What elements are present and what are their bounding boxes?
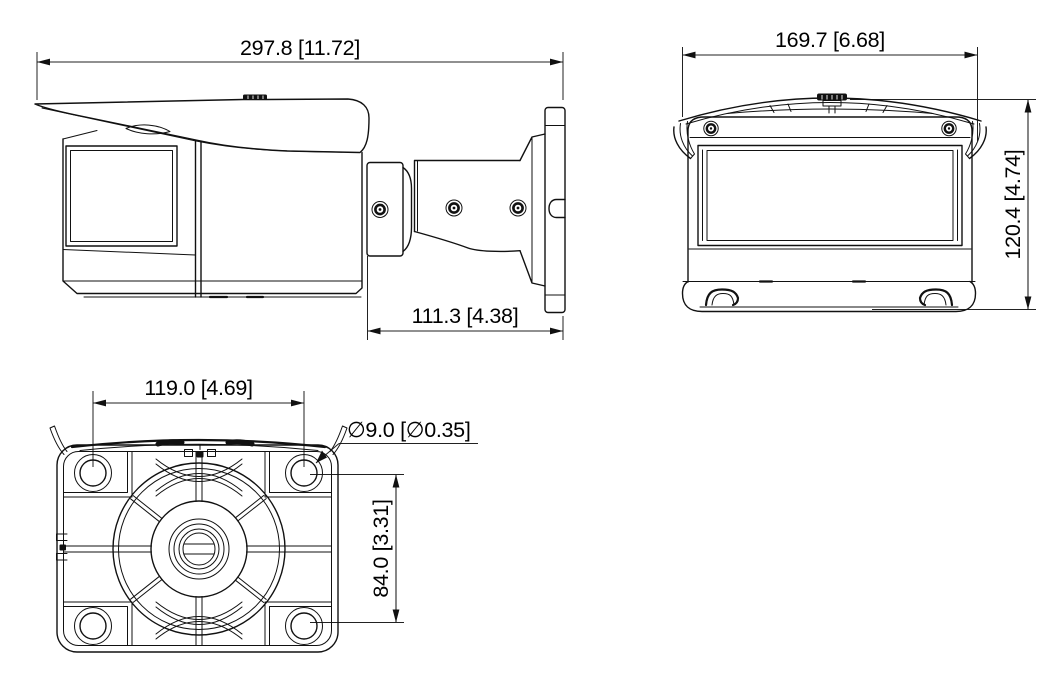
front-lens-window: [697, 144, 963, 247]
top-knob: [243, 94, 267, 100]
dim-side-overall-length: 297.8 [11.72]: [240, 36, 360, 60]
side-camera-body: [62, 130, 363, 299]
front-camera-body: [681, 116, 977, 313]
base-central-hub: [112, 462, 286, 636]
side-view-drawing: 297.8 [11.72] 111.3 [4.38]: [34, 36, 566, 340]
mounting-hole: [74, 454, 112, 492]
bottom-view-drawing: 119.0 [4.69] ∅9.0 [∅0.35] 84.0 [3.31]: [49, 376, 478, 653]
base-shield-edge: [49, 425, 348, 455]
mounting-hole: [285, 454, 323, 492]
mount-base-plate: [49, 425, 348, 653]
dim-side-bracket-length: 111.3 [4.38]: [412, 304, 519, 328]
dim-base-hole-diameter: ∅9.0 [∅0.35]: [347, 418, 471, 442]
base-ribs: [63, 451, 332, 646]
dim-base-hole-span-x: 119.0 [4.69]: [144, 376, 252, 400]
dim-base-hole-span-y: 84.0 [3.31]: [369, 499, 393, 597]
bracket-screw-icon: [509, 199, 527, 217]
base-cable-clamp: [184, 445, 216, 458]
mounting-hole: [285, 607, 323, 645]
front-view-drawing: 169.7 [6.68] 120.4 [4.74]: [673, 28, 1036, 313]
dim-front-width: 169.7 [6.68]: [775, 28, 885, 52]
side-mount-bracket: [366, 133, 546, 287]
front-sunshield: [673, 93, 987, 160]
front-screw-icon: [703, 120, 719, 137]
dim-front-height: 120.4 [4.74]: [1001, 150, 1025, 260]
bracket-screw-icon: [371, 201, 389, 218]
front-feet: [704, 288, 954, 307]
front-screw-icon: [941, 120, 957, 137]
mounting-hole: [74, 607, 112, 645]
base-side-clip: [56, 533, 68, 561]
bracket-screw-icon: [445, 199, 463, 217]
side-sunshield: [34, 94, 370, 154]
side-wall-plate: [544, 106, 566, 314]
